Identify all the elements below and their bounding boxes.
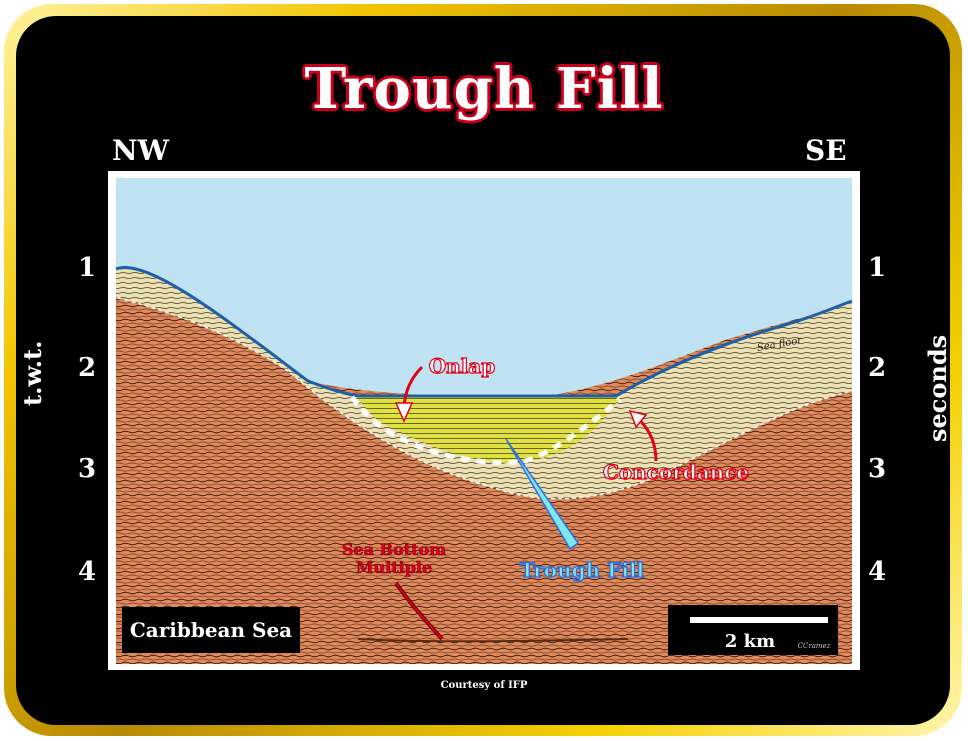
multiple-label: Multiple — [356, 558, 432, 577]
trough-fill-arrow — [505, 438, 580, 551]
right-tick-3: 3 — [868, 454, 887, 484]
concordance-label: Concordance — [603, 460, 749, 484]
concordance-arrow-head — [628, 409, 648, 429]
left-tick-2: 2 — [78, 353, 97, 383]
onlap-label: Onlap — [429, 354, 496, 378]
credit-text: Courtesy of IFP — [440, 680, 528, 691]
right-tick-4: 4 — [868, 557, 887, 587]
sea-floor-reflector — [115, 266, 853, 398]
left-axis-label: t.w.t. — [18, 340, 47, 406]
author-mark: CCramez — [798, 642, 831, 650]
onlap-surface — [349, 395, 622, 466]
direction-nw: NW — [112, 134, 170, 167]
sea-bottom-multiple-reflector — [357, 638, 629, 643]
left-tick-1: 1 — [78, 253, 97, 283]
onlap-arrow-head — [394, 402, 414, 423]
right-axis-label: seconds — [923, 334, 952, 442]
drape-base — [117, 297, 853, 500]
sea-bottom-label: Sea Bottom — [342, 540, 446, 559]
multiple-arrow-core — [395, 582, 443, 640]
trough-fill-label: Trough Fill — [520, 558, 645, 582]
left-tick-4: 4 — [78, 557, 97, 587]
left-tick-3: 3 — [78, 454, 97, 484]
page-title: Trough Fill — [304, 56, 664, 122]
right-tick-1: 1 — [868, 253, 887, 283]
seismic-section-panel: Onlap Concordance Trough Fill Sea Bottom… — [108, 171, 860, 670]
scale-bar-box — [668, 605, 838, 655]
seismic-section: Onlap Concordance Trough Fill Sea Bottom… — [115, 178, 853, 664]
direction-se: SE — [805, 134, 847, 167]
scale-bar-label: 2 km — [725, 631, 775, 652]
drape-sediments — [116, 267, 852, 499]
right-tick-2: 2 — [868, 353, 887, 383]
location-label: Caribbean Sea — [122, 607, 300, 653]
scale-bar — [690, 617, 828, 623]
